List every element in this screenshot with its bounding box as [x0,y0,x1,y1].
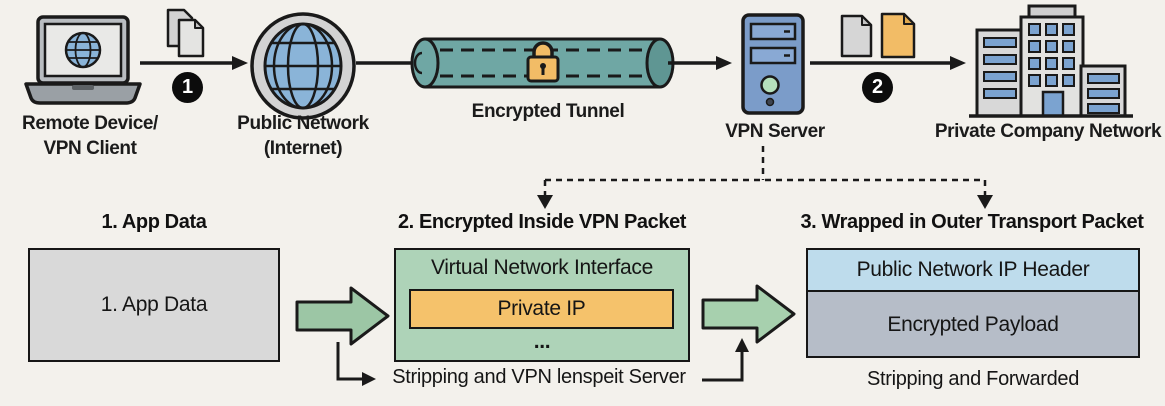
note-arrow-right [702,338,749,382]
flow-arrow-2-icon [701,284,796,344]
company-network-label: Private Company Network [934,121,1162,142]
stage2-outer-label: Virtual Network Interface [430,256,654,279]
stage3-payload-band: Encrypted Payload [808,292,1138,357]
lock-icon [526,41,560,83]
power-button-icon [760,75,780,95]
stage2-vpn-packet-box: Virtual Network Interface Private IP ... [394,248,690,362]
stage1-app-data-box: 1. App Data [28,248,280,362]
arrow-client-to-public [140,56,248,70]
stage2-note: Stripping and VPN lenspeit Server [392,366,686,388]
client-label-line1: Remote Device/ [22,113,158,134]
stage1-heading: 1. App Data [101,211,207,233]
step-1-badge: 1 [172,72,203,103]
globe-icon [250,12,356,120]
stage1-box-label: 1. App Data [100,293,208,316]
note-arrow-left [336,342,376,386]
stage3-transport-packet-box: Public Network IP Header Encrypted Paylo… [806,248,1140,358]
client-label-line2: VPN Client [43,137,137,159]
documents-icon [166,8,205,58]
stage2-ellipsis: ... [533,330,551,353]
step-2-number: 2 [871,76,884,98]
public-network-label-line1: Public Network [237,113,369,134]
building-icon [969,4,1133,118]
stage3-ip-header-band: Public Network IP Header [808,250,1138,292]
vpn-server-icon [741,13,805,115]
dashed-connector [537,146,993,209]
laptop-globe-icon [64,31,102,69]
arrow-server-to-company [810,56,966,70]
tunnel-label: Encrypted Tunnel [471,101,625,122]
stage3-header-label: Public Network IP Header [856,258,1090,281]
flow-arrow-1-icon [295,286,390,346]
client-label: Remote Device/ VPN Client [0,112,180,161]
arrow-tunnel-to-server [668,56,732,70]
stage3-note: Stripping and Forwarded [866,368,1080,390]
stage2-heading: 2. Encrypted Inside VPN Packet [397,211,687,233]
laptop-icon [24,15,142,105]
stage3-heading: 3. Wrapped in Outer Transport Packet [800,211,1144,233]
encrypted-tunnel-icon [410,37,675,89]
stage2-private-ip-box: Private IP [409,289,674,329]
stage2-inner-label: Private IP [497,297,586,320]
documents-encrypted-icon [840,12,916,59]
vpn-server-label: VPN Server [725,121,825,142]
step-1-number: 1 [181,76,194,98]
stage3-payload-label: Encrypted Payload [887,312,1059,336]
public-network-label-line2: (Internet) [263,137,343,159]
building-door-icon [1041,90,1065,118]
public-network-label: Public Network (Internet) [213,112,393,161]
step-2-badge: 2 [862,72,893,103]
